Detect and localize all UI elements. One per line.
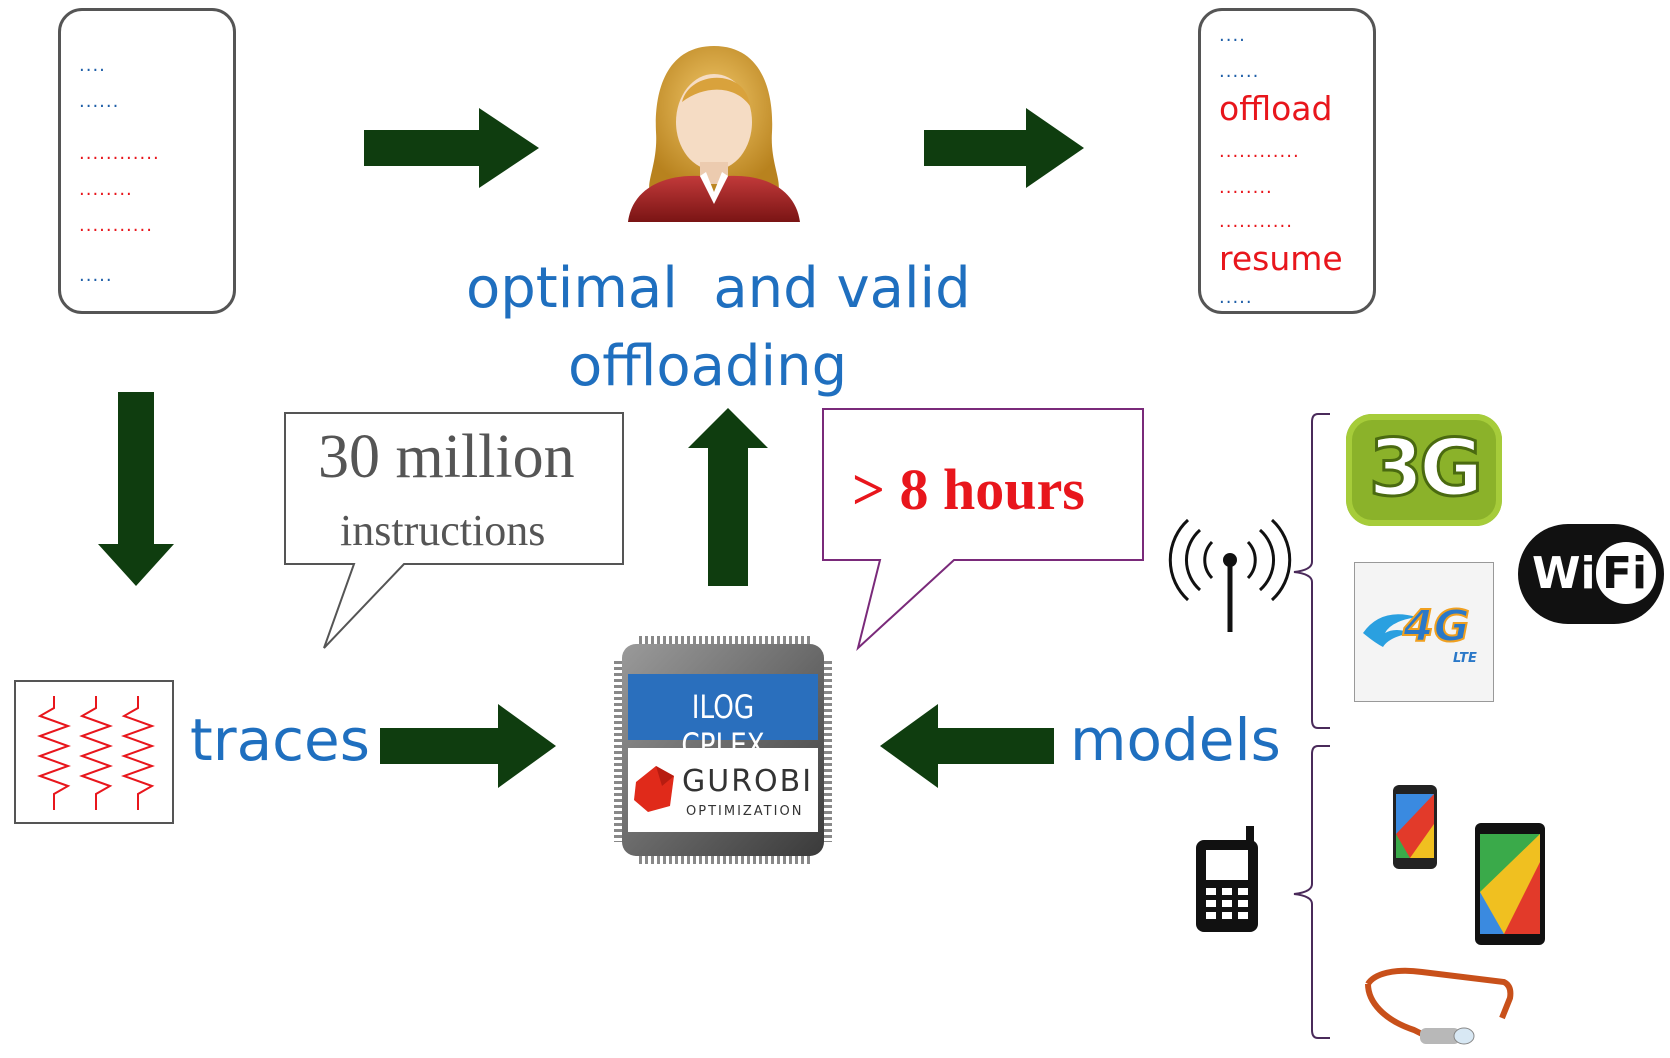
3g-logo-text: 3G bbox=[1367, 423, 1484, 516]
optimal-offloading-label-line1: optimal and valid bbox=[466, 256, 971, 321]
code-keyword-offload: offload bbox=[1219, 89, 1333, 128]
time-label: > 8 hours bbox=[852, 457, 1085, 522]
result-code-box: .... ...... offload ............ .......… bbox=[1198, 8, 1376, 314]
instructions-count: 30 million bbox=[318, 423, 575, 491]
wifi-logo-text-a: Wi bbox=[1532, 548, 1596, 599]
callout-bubble-instructions bbox=[284, 412, 624, 649]
code-line: ...... bbox=[79, 91, 120, 112]
smart-glasses-icon bbox=[1365, 967, 1514, 1045]
3g-logo-icon: 3G bbox=[1346, 414, 1502, 526]
code-line: .... bbox=[79, 55, 106, 76]
chip-icon: ILOG CPLEX GUROBI OPTIMIZATION bbox=[614, 636, 832, 864]
code-line: ..... bbox=[1219, 287, 1253, 308]
code-line: .... bbox=[1219, 25, 1246, 46]
optimal-offloading-label-line2: offloading bbox=[568, 334, 848, 399]
smartphone-icon bbox=[1393, 785, 1437, 869]
code-line: ........... bbox=[1219, 211, 1293, 232]
traces-label: traces bbox=[190, 706, 370, 774]
code-line: ............ bbox=[1219, 141, 1300, 162]
code-line: ........ bbox=[79, 179, 133, 200]
networks-bracket bbox=[1293, 413, 1330, 729]
wifi-fi-badge: Fi bbox=[1596, 542, 1656, 604]
traces-box bbox=[14, 680, 174, 824]
solver-bottom-sub: OPTIMIZATION bbox=[686, 804, 804, 819]
tablet-icon bbox=[1475, 823, 1545, 945]
solver-bottom-label: GUROBI bbox=[682, 764, 814, 799]
code-line: ........... bbox=[79, 215, 153, 236]
code-keyword-resume: resume bbox=[1219, 239, 1343, 278]
lte-logo-text: LTE bbox=[1453, 651, 1477, 666]
antenna-icon bbox=[1168, 518, 1292, 632]
solver-top-label: ILOG CPLEX bbox=[681, 688, 765, 764]
trace-waves-icon bbox=[37, 696, 155, 810]
code-line: ............ bbox=[79, 143, 160, 164]
arrow-right-1 bbox=[364, 108, 539, 188]
models-label: models bbox=[1070, 706, 1281, 774]
mobile-phone-icon bbox=[1196, 826, 1258, 932]
user-icon bbox=[628, 46, 800, 222]
wifi-logo-icon: Wi Fi bbox=[1518, 524, 1664, 624]
code-line: ...... bbox=[1219, 61, 1260, 82]
arrow-right-traces bbox=[380, 704, 556, 788]
code-line: ........ bbox=[1219, 177, 1273, 198]
arrow-left-models bbox=[880, 704, 1054, 788]
4g-logo-text: 4G bbox=[1402, 600, 1471, 653]
4g-lte-logo-icon: 4G LTE bbox=[1354, 562, 1494, 702]
arrow-up bbox=[688, 408, 768, 586]
arrow-down bbox=[98, 392, 174, 586]
wifi-logo-text-b: Fi bbox=[1602, 548, 1648, 599]
instructions-unit: instructions bbox=[340, 506, 546, 555]
code-line: ..... bbox=[79, 265, 113, 286]
arrow-right-2 bbox=[924, 108, 1084, 188]
devices-bracket bbox=[1293, 745, 1330, 1039]
source-code-box: .... ...... ............ ........ ......… bbox=[58, 8, 236, 314]
callout-bubble-time bbox=[822, 408, 1144, 651]
